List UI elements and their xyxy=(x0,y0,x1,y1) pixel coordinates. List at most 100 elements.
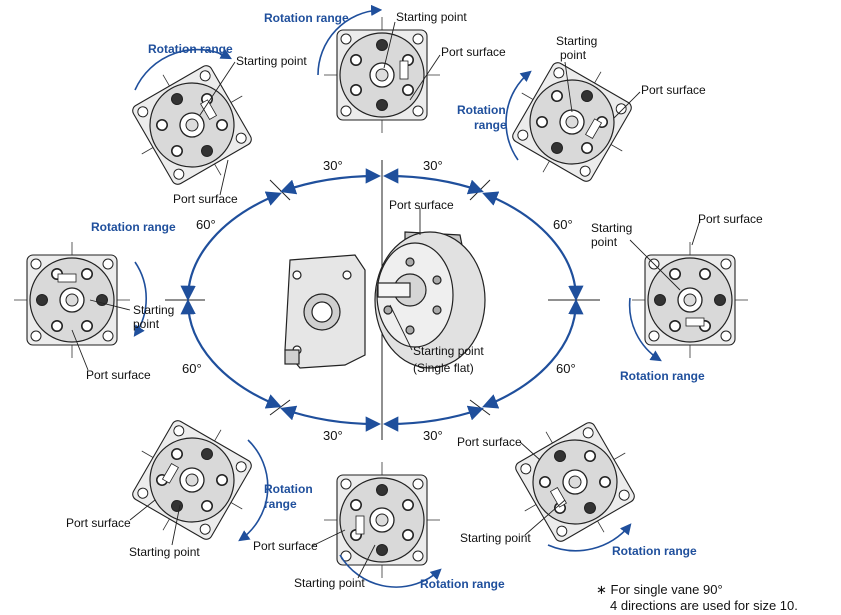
view-top-left xyxy=(132,65,252,185)
bolt-hole-icon xyxy=(349,53,362,66)
bolt-hole-icon xyxy=(401,84,414,96)
bolt-hole-icon xyxy=(699,267,712,280)
port-icon xyxy=(172,94,182,105)
bolt-hole-icon xyxy=(201,499,214,512)
center-single-flat-label: (Single flat) xyxy=(413,361,474,375)
flange-hole-icon xyxy=(582,427,594,439)
angle-top-left: 30° xyxy=(323,158,343,173)
leader-line xyxy=(129,499,156,521)
port-icon xyxy=(555,451,565,462)
flange-hole-icon xyxy=(340,105,352,117)
leader-line xyxy=(564,61,573,113)
flange-hole-icon xyxy=(556,525,568,537)
starting-point-label-tl: Starting point xyxy=(236,54,307,68)
flange-hole-icon xyxy=(235,461,247,473)
bolt-hole-icon xyxy=(155,119,168,132)
leader-line xyxy=(311,529,346,547)
leader-line xyxy=(389,304,413,351)
flange-hole-icon xyxy=(720,258,732,270)
bolt-hole-icon xyxy=(599,475,612,488)
leader-line xyxy=(171,504,181,546)
leader-line xyxy=(89,299,131,311)
rotation-range-label-br: Rotation range xyxy=(612,544,697,558)
bolt-hole-icon xyxy=(170,448,183,461)
port-surface-label-bl: Port surface xyxy=(66,516,131,530)
nameplate xyxy=(57,273,77,283)
flange-hole-icon xyxy=(648,330,660,342)
port-surface-label-br: Port surface xyxy=(457,435,522,449)
port-surface-label-bottom: Port surface xyxy=(253,539,318,553)
bolt-hole-icon xyxy=(538,476,551,489)
bolt-hole-icon xyxy=(350,499,363,511)
flange-hole-icon xyxy=(618,489,630,501)
shaft xyxy=(375,68,389,82)
shaft xyxy=(65,293,79,307)
starting-point-label-top: Starting point xyxy=(396,10,467,24)
port-icon xyxy=(582,91,592,102)
nameplate xyxy=(585,118,603,140)
nameplate xyxy=(355,515,365,535)
flange-hole-icon xyxy=(235,132,247,144)
rotation-label-tr-2: range xyxy=(474,118,507,132)
leader-line xyxy=(691,219,701,246)
shaft xyxy=(683,293,697,307)
starting-point-label-bl: Starting point xyxy=(129,545,200,559)
flange-hole-icon xyxy=(137,487,149,499)
flange-hole-icon xyxy=(340,33,352,45)
rotation-range-arc xyxy=(317,4,383,76)
nameplate xyxy=(161,462,179,484)
rotation-range-arcs xyxy=(133,4,662,588)
center-starting-point-label: Starting point xyxy=(413,344,484,358)
rotation-range-label-right: Rotation range xyxy=(620,369,705,383)
leader-line xyxy=(383,21,396,69)
flange-hole-icon xyxy=(412,105,424,117)
bolt-hole-icon xyxy=(402,529,415,542)
bolt-hole-icon xyxy=(81,320,93,333)
bolt-hole-icon xyxy=(584,450,597,463)
leader-line xyxy=(71,329,89,371)
flange-hole-icon xyxy=(102,258,114,270)
rotation-range-label-tl: Rotation range xyxy=(148,42,233,56)
rotation-ellipse xyxy=(180,168,584,432)
leader-line xyxy=(629,239,681,291)
rotation-range-arc xyxy=(628,297,662,362)
flange-hole-icon xyxy=(173,168,185,180)
port-icon xyxy=(655,295,665,305)
starting-label-left-1: Starting xyxy=(133,303,175,317)
view-top xyxy=(324,17,440,133)
leader-line xyxy=(519,441,541,461)
port-icon xyxy=(202,449,212,460)
bolt-hole-icon xyxy=(81,268,93,281)
port-icon xyxy=(37,295,47,305)
angle-bottom-left: 30° xyxy=(323,428,343,443)
angle-mid-left-bottom: 60° xyxy=(182,361,202,376)
view-top-right xyxy=(512,62,632,182)
angle-mid-right-top: 60° xyxy=(553,217,573,232)
rotation-label-tr-1: Rotation xyxy=(457,103,506,117)
flange-hole-icon xyxy=(340,478,352,490)
starting-label-right-2: point xyxy=(591,235,618,249)
starting-point-label-bottom: Starting point xyxy=(294,576,365,590)
bolt-hole-icon xyxy=(402,499,415,511)
nameplate xyxy=(200,99,218,121)
bolt-hole-icon xyxy=(550,90,563,103)
bolt-hole-icon xyxy=(50,320,63,333)
port-icon xyxy=(377,100,387,110)
view-bottom-left xyxy=(132,420,252,540)
port-surface-label-tl: Port surface xyxy=(173,192,238,206)
bolt-hole-icon xyxy=(669,267,681,280)
leader-line xyxy=(524,499,566,536)
rotation-range-arc xyxy=(133,261,148,337)
rotation-range-arc xyxy=(134,48,232,91)
rotation-range-arc xyxy=(238,439,269,542)
nameplate xyxy=(399,60,409,80)
starting-label-right-1: Starting xyxy=(591,221,633,235)
center-actuator xyxy=(284,231,486,369)
flange-hole-icon xyxy=(720,330,732,342)
angle-top-right: 30° xyxy=(423,158,443,173)
rotation-range-label-left: Rotation range xyxy=(91,220,176,234)
rotation-range-arc xyxy=(547,523,632,552)
flange-hole-icon xyxy=(199,523,211,535)
footnote-line-2: 4 directions are used for size 10. xyxy=(610,598,798,613)
